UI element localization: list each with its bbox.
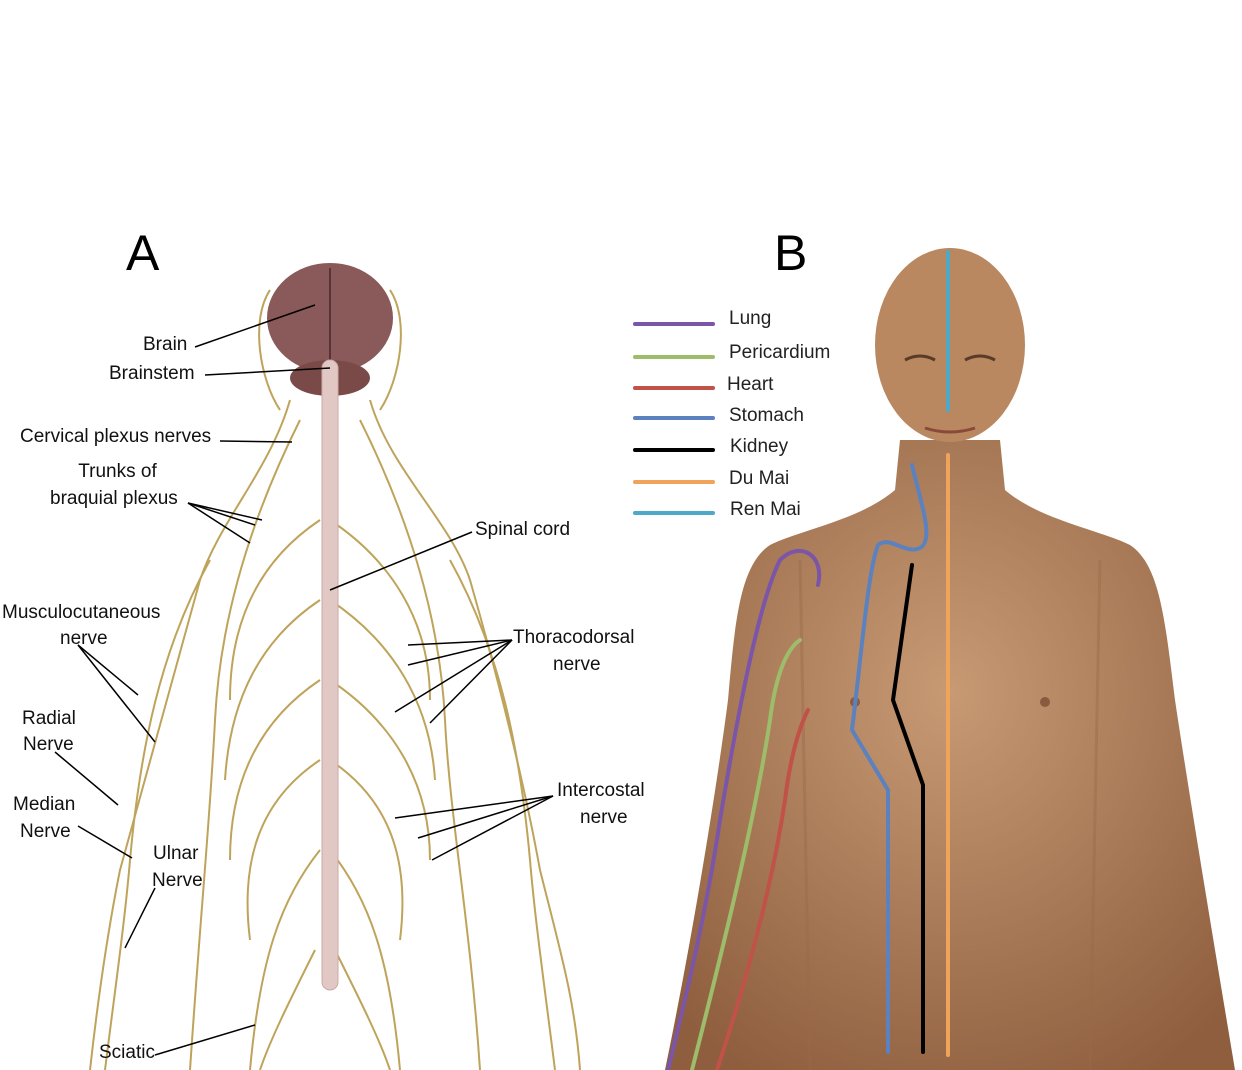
label-median-2: Nerve bbox=[20, 821, 71, 842]
legend-swatches bbox=[633, 322, 715, 515]
label-brain: Brain bbox=[143, 334, 188, 355]
meridian-lines bbox=[666, 250, 950, 1070]
label-thoracodorsal-1: Thoracodorsal bbox=[513, 627, 635, 648]
legend-pericardium: Pericardium bbox=[729, 342, 831, 363]
label-intercostal-2: nerve bbox=[580, 807, 628, 828]
panel-b-letter: B bbox=[774, 225, 808, 281]
legend-heart: Heart bbox=[727, 374, 774, 395]
legend-kidney: Kidney bbox=[730, 436, 789, 457]
label-ulnar-1: Ulnar bbox=[153, 843, 199, 864]
label-cervical-plexus: Cervical plexus nerves bbox=[20, 426, 212, 447]
lung-meridian bbox=[666, 548, 822, 1070]
legend-du-mai: Du Mai bbox=[729, 468, 790, 489]
label-trunks-2: braquial plexus bbox=[50, 488, 178, 509]
label-median-1: Median bbox=[13, 794, 76, 815]
heart-meridian bbox=[715, 708, 810, 1070]
label-sciatic: Sciatic bbox=[99, 1042, 155, 1063]
label-brainstem: Brainstem bbox=[109, 363, 195, 384]
spinal-cord-shape bbox=[321, 359, 339, 991]
label-intercostal-1: Intercostal bbox=[557, 780, 645, 801]
panel-a-letter: A bbox=[126, 225, 160, 281]
label-musculocutaneous-2: nerve bbox=[60, 628, 108, 649]
label-musculocutaneous-1: Musculocutaneous bbox=[2, 602, 161, 623]
nervous-system-illustration bbox=[89, 289, 581, 1070]
legend-stomach: Stomach bbox=[729, 405, 804, 426]
stomach-meridian bbox=[849, 463, 929, 1054]
label-radial-2: Nerve bbox=[23, 734, 74, 755]
label-thoracodorsal-2: nerve bbox=[553, 654, 601, 675]
label-trunks-1: Trunks of bbox=[78, 461, 157, 482]
label-radial-1: Radial bbox=[22, 708, 76, 729]
label-ulnar-2: Nerve bbox=[152, 870, 203, 891]
label-spinal-cord: Spinal cord bbox=[475, 519, 571, 540]
kidney-meridian bbox=[890, 563, 925, 1054]
legend-ren-mai: Ren Mai bbox=[730, 499, 801, 520]
legend-lung: Lung bbox=[729, 308, 772, 329]
leader-lines bbox=[54, 304, 554, 1056]
pericardium-meridian bbox=[690, 638, 802, 1070]
